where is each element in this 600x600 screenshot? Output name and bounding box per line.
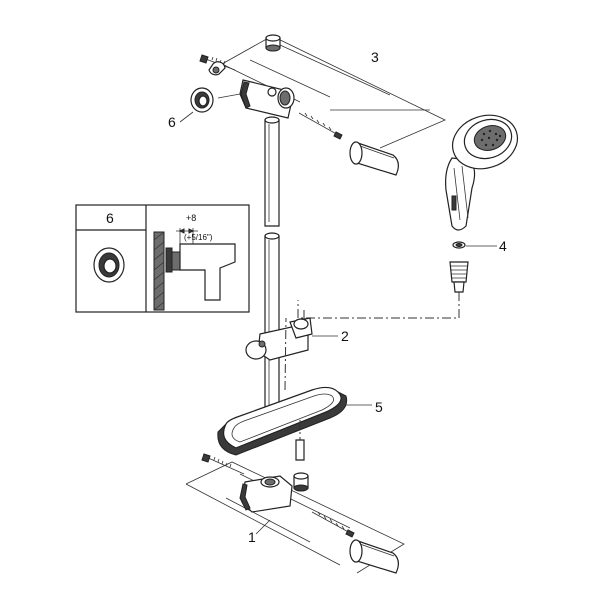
bottom-screw-left (201, 453, 245, 475)
callout-6: 6 (168, 114, 176, 130)
rail-lower-stub (295, 420, 305, 461)
callout-4: 4 (499, 238, 507, 254)
shower-rail (264, 116, 280, 421)
callout-3: 3 (371, 49, 379, 65)
detail-frame (75, 204, 250, 313)
hand-shower-button (451, 195, 457, 211)
callout-5: 5 (375, 399, 383, 415)
bottom-reference-line (185, 483, 341, 566)
top-dowel (208, 61, 226, 76)
soap-tray-5 (217, 386, 372, 456)
bottom-rail-holder (239, 475, 293, 513)
detail-wall-section (153, 231, 165, 311)
bottom-end-cap (293, 472, 309, 492)
detail-number: 6 (106, 210, 114, 226)
bottom-wall-bracket-group (185, 453, 405, 574)
top-reference-hatch (249, 44, 430, 111)
hose-nut (449, 261, 469, 293)
rosette-ring-6 (190, 87, 214, 113)
bottom-cover-cap (349, 539, 399, 574)
top-wall-bracket-group (190, 34, 446, 176)
detail-rosette (93, 247, 125, 283)
detail-box: 6 +8 (+5/16") (75, 204, 250, 313)
top-long-screw (298, 112, 343, 140)
seal-washer-4 (452, 241, 497, 249)
bottom-long-screw (311, 511, 355, 538)
callout-1: 1 (248, 529, 256, 545)
callout-1-leader (255, 519, 271, 535)
top-cover-cap (349, 141, 399, 176)
callout-6-leader (179, 111, 194, 123)
detail-bracket (165, 243, 236, 301)
slide-holder-2 (245, 317, 338, 361)
callout-2: 2 (341, 328, 349, 344)
slider-centerline (284, 317, 287, 391)
detail-dimension-sub: (+5/16") (184, 233, 213, 242)
top-end-cap (265, 34, 281, 52)
hand-shower (445, 114, 518, 231)
detail-dimension (176, 228, 198, 244)
rosette-leader-line (217, 93, 241, 99)
detail-dimension-main: +8 (186, 213, 196, 223)
top-reference-plane (221, 35, 446, 149)
hose-connection-path (297, 292, 460, 319)
top-rail-holder (239, 79, 295, 119)
